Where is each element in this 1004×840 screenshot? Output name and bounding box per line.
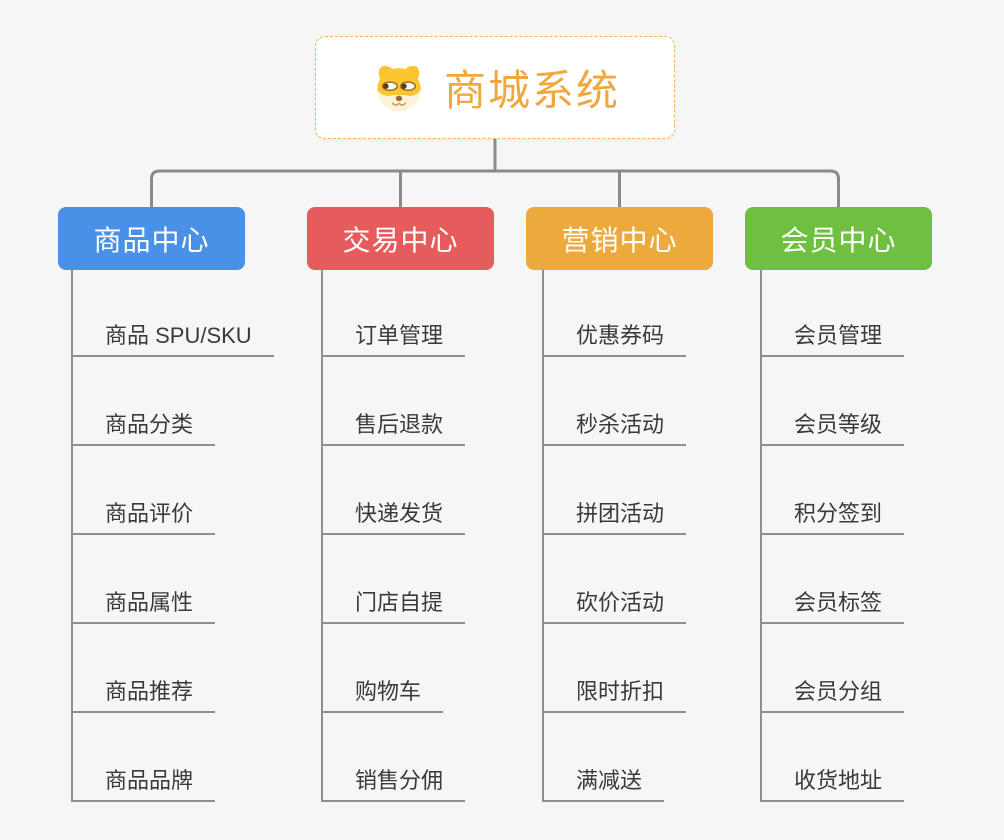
leaf-node-express-delivery[interactable]: 快递发货 <box>321 496 466 535</box>
leaf-node-sales-commission[interactable]: 销售分佣 <box>321 763 466 802</box>
leaf-node-member-tag[interactable]: 会员标签 <box>760 585 905 624</box>
shiba-dog-icon <box>377 65 421 112</box>
leaf-node-order-management[interactable]: 订单管理 <box>321 318 466 357</box>
leaf-node-product-category[interactable]: 商品分类 <box>71 407 216 446</box>
leaf-node-member-group[interactable]: 会员分组 <box>760 674 905 713</box>
leaf-node-member-management[interactable]: 会员管理 <box>760 318 905 357</box>
leaf-node-limited-time-discount[interactable]: 限时折扣 <box>542 674 687 713</box>
leaf-node-product-attribute[interactable]: 商品属性 <box>71 585 216 624</box>
branch-node-member-center[interactable]: 会员中心 <box>745 207 932 270</box>
leaf-node-coupon-code[interactable]: 优惠券码 <box>542 318 687 357</box>
leaf-node-shipping-address[interactable]: 收货地址 <box>760 763 905 802</box>
branch-node-product-center[interactable]: 商品中心 <box>58 207 245 270</box>
leaf-node-flash-sale[interactable]: 秒杀活动 <box>542 407 687 446</box>
leaf-node-shopping-cart[interactable]: 购物车 <box>321 674 444 713</box>
branch-node-marketing-center[interactable]: 营销中心 <box>526 207 713 270</box>
root-title: 商城系统 <box>443 67 620 114</box>
leaf-node-spend-and-save[interactable]: 满减送 <box>542 763 665 802</box>
leaf-node-aftersale-refund[interactable]: 售后退款 <box>321 407 466 446</box>
branch-node-trade-center[interactable]: 交易中心 <box>307 207 494 270</box>
leaf-node-points-checkin[interactable]: 积分签到 <box>760 496 905 535</box>
leaf-node-bargain-activity[interactable]: 砍价活动 <box>542 585 687 624</box>
leaf-node-product-brand[interactable]: 商品品牌 <box>71 763 216 802</box>
leaf-node-product-review[interactable]: 商品评价 <box>71 496 216 535</box>
root-node[interactable]: 商城系统 <box>315 36 675 139</box>
leaf-node-product-spu-sku[interactable]: 商品 SPU/SKU <box>71 318 274 357</box>
leaf-node-product-recommend[interactable]: 商品推荐 <box>71 674 216 713</box>
leaf-node-store-pickup[interactable]: 门店自提 <box>321 585 466 624</box>
leaf-node-member-level[interactable]: 会员等级 <box>760 407 905 446</box>
leaf-node-group-buy[interactable]: 拼团活动 <box>542 496 687 535</box>
